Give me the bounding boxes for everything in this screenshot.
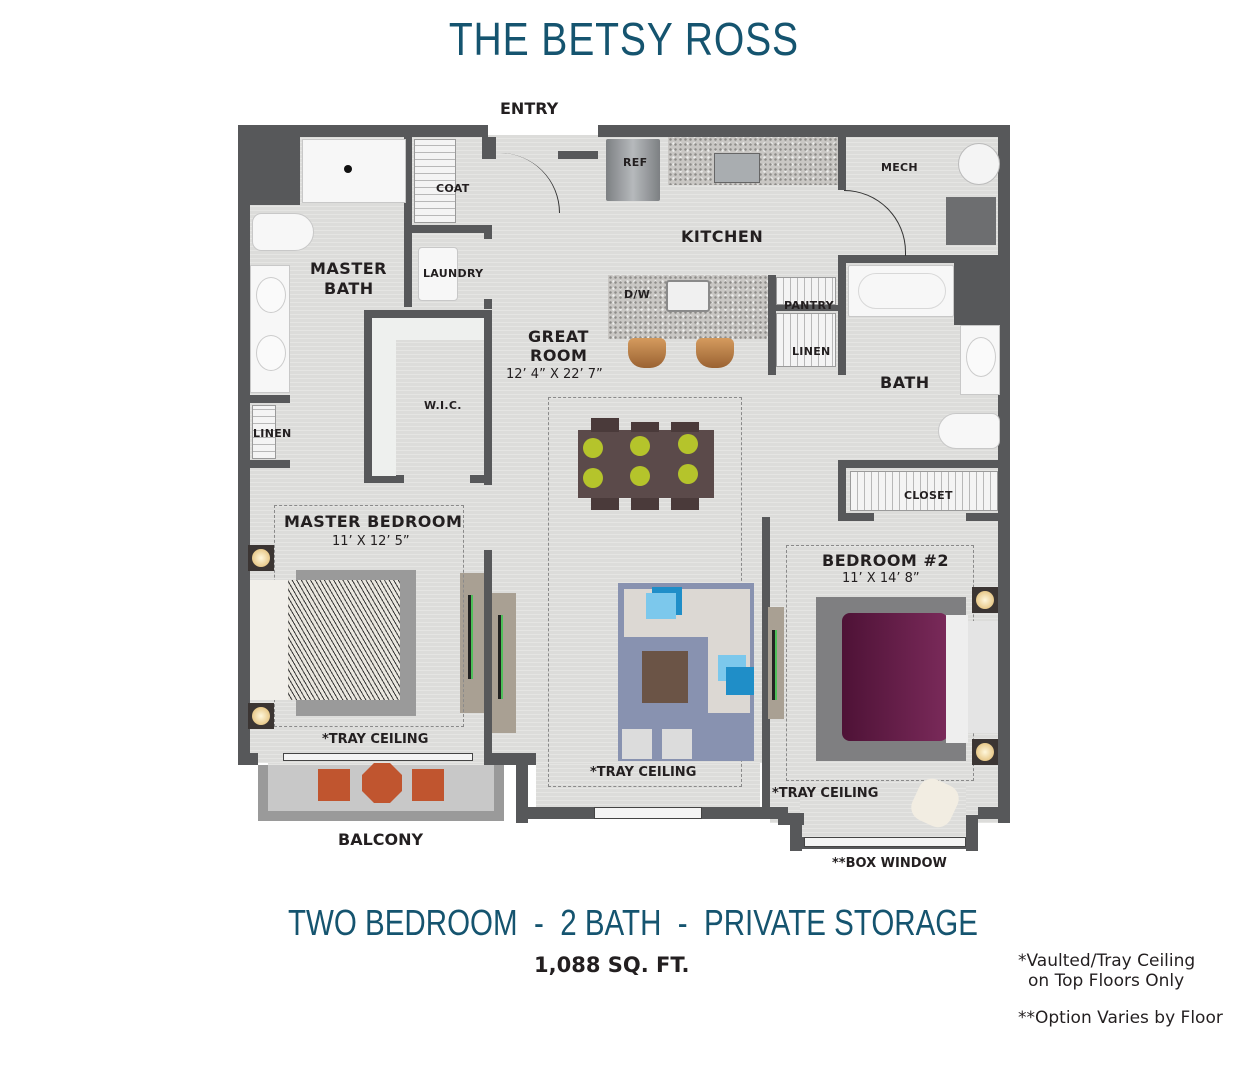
bedroom2-bed xyxy=(842,613,948,741)
water-heater xyxy=(958,143,1000,185)
refrigerator xyxy=(606,139,660,201)
label-great-room-2: ROOM xyxy=(530,346,588,365)
floor-plan: COAT MASTER BATH LAUNDRY REF KITCHEN MEC… xyxy=(238,125,1010,855)
label-box-window: **BOX WINDOW xyxy=(832,856,947,871)
label-coat: COAT xyxy=(436,182,470,195)
toilet-master xyxy=(252,213,314,251)
cooktop-icon xyxy=(714,153,760,183)
note-option-varies: **Option Varies by Floor xyxy=(1018,1008,1223,1028)
note-tray-ceiling-1: *Vaulted/Tray Ceiling xyxy=(1018,951,1196,971)
label-master-bath-2: BATH xyxy=(324,279,374,298)
lamp-icon xyxy=(248,545,274,571)
label-dw: D/W xyxy=(624,288,651,301)
label-closet: CLOSET xyxy=(904,489,953,502)
label-wic: W.I.C. xyxy=(424,399,462,412)
label-bedroom2-dim: 11’ X 14’ 8” xyxy=(842,571,920,586)
lamp-icon xyxy=(248,703,274,729)
label-tray-ceiling-bed2: *TRAY CEILING xyxy=(772,786,879,801)
label-tray-ceiling-master: *TRAY CEILING xyxy=(322,732,429,747)
label-mech: MECH xyxy=(881,161,918,174)
label-linen-hall: LINEN xyxy=(792,345,831,358)
label-ref: REF xyxy=(623,156,648,169)
label-kitchen: KITCHEN xyxy=(681,227,764,246)
coffee-table xyxy=(642,651,688,703)
note-tray-ceiling-2: on Top Floors Only xyxy=(1028,971,1185,991)
label-pantry: PANTRY xyxy=(784,299,834,312)
label-linen-master: LINEN xyxy=(253,427,292,440)
lamp-icon xyxy=(972,587,998,613)
label-laundry: LAUNDRY xyxy=(423,267,484,280)
label-master-bath-1: MASTER xyxy=(310,259,387,278)
label-great-room-1: GREAT xyxy=(528,327,589,346)
label-bedroom2: BEDROOM #2 xyxy=(822,551,949,570)
label-master-bedroom-dim: 11’ X 12’ 5” xyxy=(332,534,410,549)
sink-icon xyxy=(666,280,710,312)
unit-sqft: 1,088 SQ. FT. xyxy=(534,953,690,977)
label-balcony: BALCONY xyxy=(338,830,424,849)
entry-label: ENTRY xyxy=(500,99,559,118)
label-bath: BATH xyxy=(880,373,930,392)
hvac-unit xyxy=(946,197,996,245)
label-master-bedroom: MASTER BEDROOM xyxy=(284,512,463,531)
unit-summary: TWO BEDROOM - 2 BATH - PRIVATE STORAGE xyxy=(288,902,978,943)
toilet-bath xyxy=(938,413,1000,449)
label-tray-ceiling-great: *TRAY CEILING xyxy=(590,765,697,780)
tv-console-great-room xyxy=(492,593,516,733)
lamp-icon xyxy=(972,739,998,765)
drain-icon xyxy=(344,165,352,173)
label-great-room-dim: 12’ 4” X 22’ 7” xyxy=(506,367,603,382)
plan-title: THE BETSY ROSS xyxy=(448,13,799,65)
